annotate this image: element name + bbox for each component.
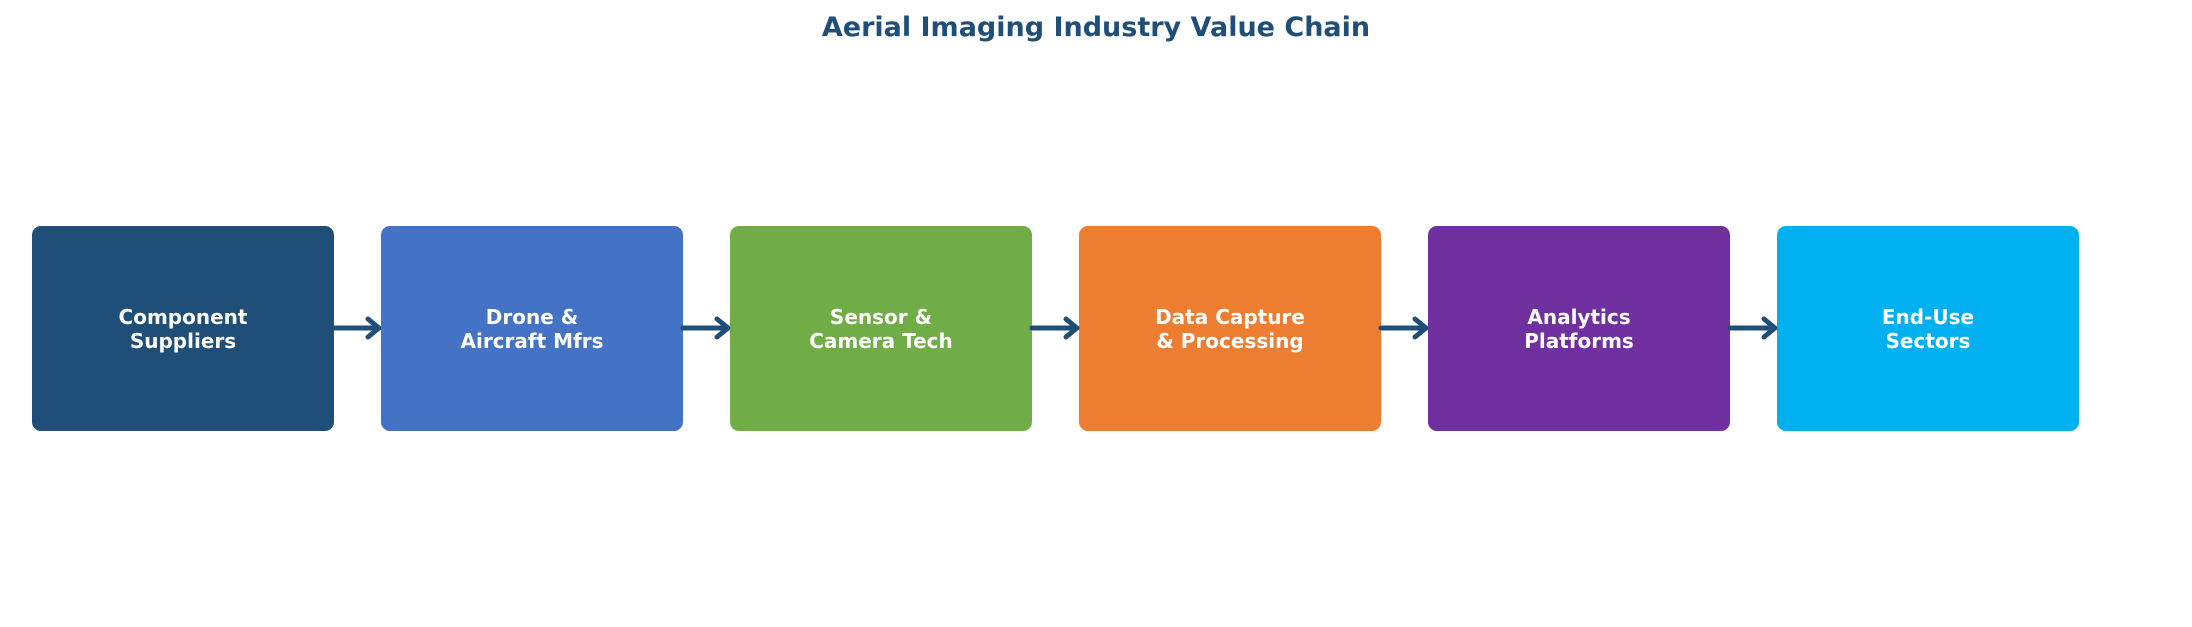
stage-box: Drone & Aircraft Mfrs xyxy=(381,226,683,431)
stage-box: End-Use Sectors xyxy=(1777,226,2079,431)
arrow-icon xyxy=(331,316,382,340)
arrow-icon xyxy=(1378,316,1429,340)
stage-box: Analytics Platforms xyxy=(1428,226,1730,431)
stage-box: Component Suppliers xyxy=(32,226,334,431)
diagram-title: Aerial Imaging Industry Value Chain xyxy=(821,12,1371,43)
stage-box: Data Capture & Processing xyxy=(1079,226,1381,431)
arrow-icon xyxy=(1727,316,1778,340)
arrow-icon xyxy=(1029,316,1080,340)
stage-box: Sensor & Camera Tech xyxy=(730,226,1032,431)
arrow-icon xyxy=(680,316,731,340)
